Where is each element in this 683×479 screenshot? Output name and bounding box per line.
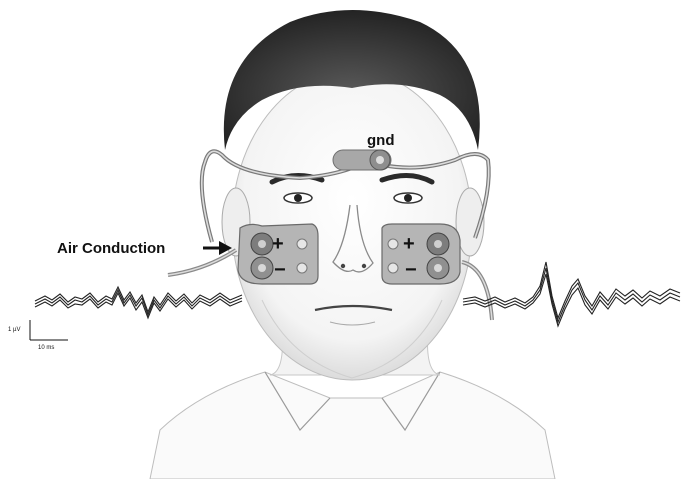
right-waveform [463,262,680,326]
shirt-illustration [150,372,555,479]
scale-amplitude-label: 1 µV [8,327,20,333]
ground-electrode [333,150,391,170]
left-minus-sign: − [274,259,286,281]
right-electrode-pad [382,224,460,284]
right-plus-sign: + [403,233,415,255]
scale-bar [30,320,68,340]
ground-label: gnd [367,132,395,149]
scale-time-label: 10 ms [38,345,54,351]
face-illustration [222,10,484,380]
left-waveform [35,287,242,318]
left-plus-sign: + [272,233,284,255]
right-minus-sign: − [405,259,417,281]
air-conduction-label: Air Conduction [57,240,165,257]
